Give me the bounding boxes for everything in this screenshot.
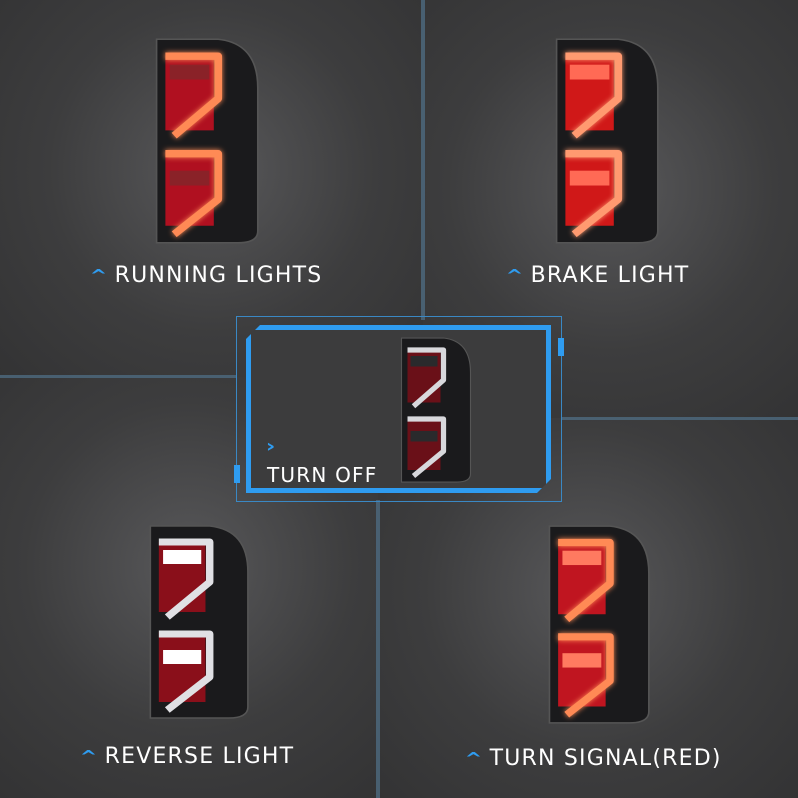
upper-led-block: [562, 550, 602, 566]
frame-tick: [234, 465, 240, 483]
lower-light-bar: [558, 633, 614, 718]
center-outer-frame: [236, 316, 562, 502]
lower-led-block: [163, 650, 202, 664]
lower-light-bar: [158, 630, 214, 713]
lower-lens: [565, 151, 614, 226]
tail-light-off: [397, 335, 472, 485]
upper-light-bar: [565, 52, 623, 139]
label-running-lights: ^ RUNNING LIGHTS: [89, 263, 323, 288]
label-turn-off: › TURN OFF: [265, 436, 378, 487]
upper-light-bar: [158, 538, 214, 620]
label-text: BRAKE LIGHT: [530, 263, 690, 288]
frame-tick: [558, 338, 564, 356]
chevron-up-icon: ^: [505, 266, 525, 285]
chevron-right-icon: ›: [265, 436, 277, 457]
upper-led-block: [169, 64, 210, 80]
label-reverse-light: ^ REVERSE LIGHT: [79, 744, 295, 769]
divider-horizontal-right: [562, 417, 798, 420]
upper-light-bar: [558, 538, 614, 623]
chevron-up-icon: ^: [89, 266, 109, 285]
upper-light-bar: [165, 52, 223, 139]
tail-light-reverse: [144, 522, 250, 722]
lower-lens: [407, 417, 441, 470]
lower-light-bar: [165, 150, 223, 238]
lower-led-block: [569, 170, 610, 186]
label-text: TURN SIGNAL(RED): [489, 746, 722, 771]
lower-led-block: [562, 653, 602, 668]
divider-vertical-top: [421, 0, 425, 320]
label-text: RUNNING LIGHTS: [114, 263, 323, 288]
divider-horizontal-left: [0, 375, 236, 378]
lower-light-bar: [407, 416, 447, 479]
upper-led-block: [410, 356, 438, 367]
center-frame: [246, 325, 551, 493]
lower-lens: [558, 634, 606, 707]
label-brake-light: ^ BRAKE LIGHT: [505, 263, 690, 288]
chevron-up-icon: ^: [464, 749, 484, 768]
label-turn-signal: ^ TURN SIGNAL(RED): [464, 746, 722, 771]
lower-lens: [158, 632, 206, 702]
tail-light-running: [150, 35, 260, 247]
label-text: TURN OFF: [267, 463, 378, 487]
upper-light-bar: [407, 347, 447, 409]
chevron-up-icon: ^: [79, 747, 99, 766]
upper-led-block: [569, 64, 610, 80]
divider-vertical-bottom: [376, 500, 380, 798]
upper-led-block: [163, 550, 202, 564]
tail-light-brake: [550, 35, 660, 247]
label-text: REVERSE LIGHT: [104, 744, 295, 769]
lower-light-bar: [565, 150, 623, 238]
lower-led-block: [410, 431, 438, 442]
tail-light-turn: [543, 522, 651, 727]
lower-led-block: [169, 170, 210, 186]
lower-lens: [165, 151, 214, 226]
